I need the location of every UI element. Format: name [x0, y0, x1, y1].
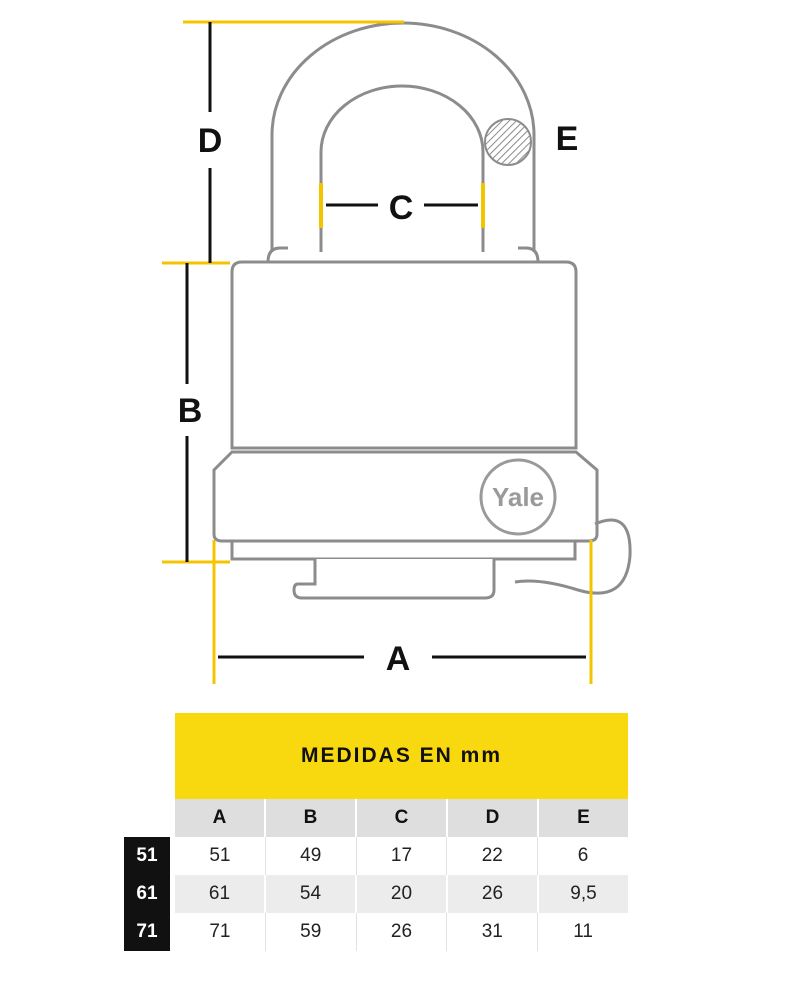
lock-body: [230, 260, 578, 450]
brand-emblem: [479, 458, 557, 536]
row-label: 71: [124, 913, 170, 951]
table-cell: 11: [538, 913, 628, 951]
table-cell: 6: [538, 837, 628, 875]
table-cell: 51: [175, 837, 266, 875]
cover-tether: [514, 518, 632, 595]
padlock-dimension-diagram: Yale D B C E A: [162, 20, 632, 684]
row-label: 61: [124, 875, 170, 913]
table-cell: 20: [357, 875, 448, 913]
table-row: 61 61 54 20 26 9,5: [124, 875, 628, 913]
brand-text: Yale: [492, 482, 544, 512]
table-row: 51 51 49 17 22 6: [124, 837, 628, 875]
dimension-label-e: E: [556, 120, 579, 158]
table-cell: 9,5: [539, 875, 628, 913]
table-cell: 22: [447, 837, 539, 875]
measurements-table: MEDIDAS EN mm A B C D E 51 51 49 17 22 6…: [124, 713, 628, 951]
column-header-d: D: [448, 799, 539, 837]
dimension-label-b: B: [178, 392, 203, 430]
table-header-row: A B C D E: [124, 799, 628, 837]
table-row: 71 71 59 26 31 11: [124, 913, 628, 951]
table-cell: 49: [265, 837, 357, 875]
table-cell: 61: [175, 875, 266, 913]
table-cell: 59: [265, 913, 357, 951]
table-cell: 71: [175, 913, 266, 951]
table-title: MEDIDAS EN mm: [175, 713, 628, 799]
column-header-a: A: [175, 799, 266, 837]
dimension-label-c: C: [389, 189, 414, 227]
shackle-cross-section: [484, 118, 532, 166]
row-label: 51: [124, 837, 170, 875]
dimension-lines: [162, 20, 593, 684]
dimension-label-d: D: [198, 122, 223, 160]
keyway-cover: [292, 559, 496, 600]
table-cell: 17: [356, 837, 448, 875]
column-header-e: E: [539, 799, 628, 837]
dimension-label-a: A: [386, 640, 411, 678]
column-header-c: C: [357, 799, 448, 837]
column-header-b: B: [266, 799, 357, 837]
table-cell: 54: [266, 875, 357, 913]
table-cell: 26: [356, 913, 448, 951]
table-cell: 26: [448, 875, 539, 913]
bottom-plate: [230, 539, 577, 561]
table-cell: 31: [447, 913, 539, 951]
